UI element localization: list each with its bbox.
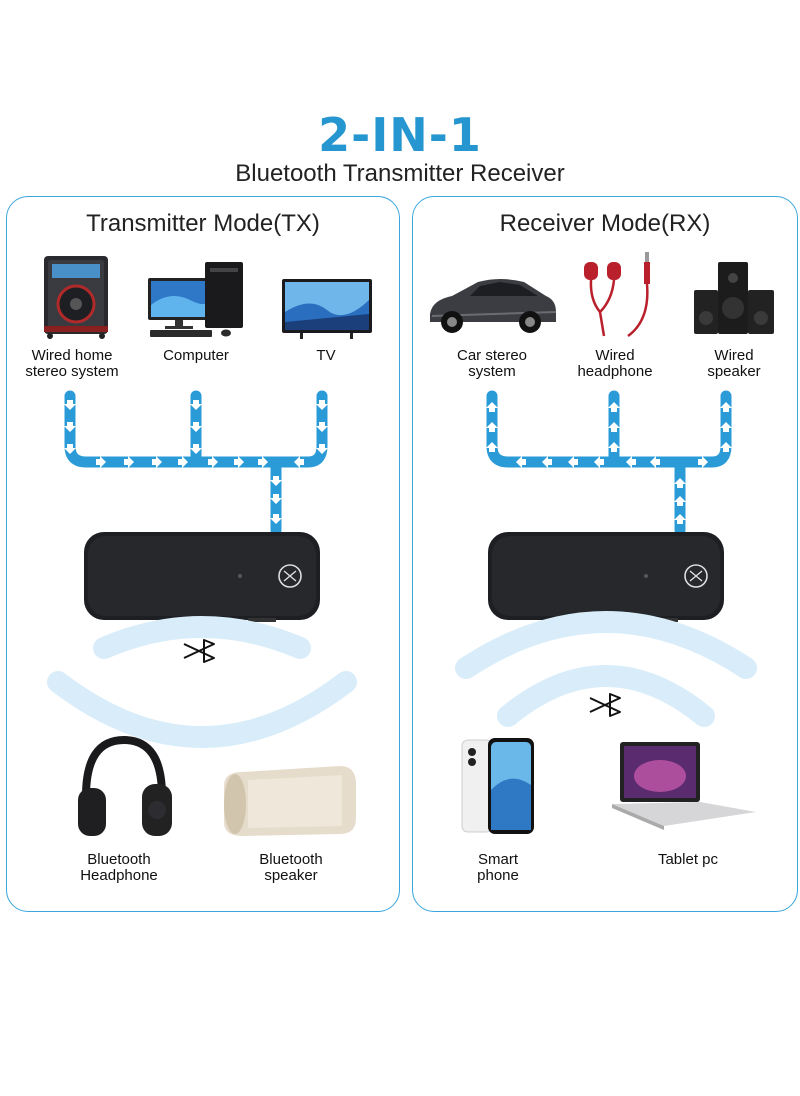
- headphone-icon: [78, 735, 172, 836]
- rx-device: [488, 532, 724, 622]
- tx-device: [84, 532, 320, 622]
- tv-icon: [282, 279, 372, 339]
- rx-output-label: Wired headphone: [577, 347, 653, 380]
- subtitle: Bluetooth Transmitter Receiver: [235, 160, 565, 187]
- rx-output-label: Car stereo system: [456, 347, 528, 380]
- tx-output-label: Bluetooth speaker: [259, 851, 323, 884]
- rx-output-label: Wired speaker: [707, 347, 761, 380]
- rx-input-label: Smart phone: [477, 851, 519, 884]
- desktop-speaker-icon: [694, 262, 774, 334]
- speaker-icon: [224, 766, 356, 836]
- rx-panel-title: Receiver Mode(RX): [499, 210, 711, 237]
- tx-input-label: Computer: [163, 347, 229, 364]
- earphone-icon: [584, 252, 650, 338]
- car-icon: [430, 279, 557, 333]
- tx-output-label: Bluetooth Headphone: [80, 851, 158, 884]
- tx-bluetooth-waves: [47, 616, 357, 748]
- stereo-cabinet-icon: [44, 256, 108, 339]
- rx-flow-lines: [486, 390, 732, 536]
- bluetooth-icon: [183, 639, 621, 717]
- rx-bluetooth-waves: [455, 611, 757, 727]
- tx-input-label: TV: [316, 347, 336, 364]
- main-title: 2-IN-1: [318, 108, 482, 162]
- rx-input-label: Tablet pc: [657, 851, 719, 868]
- smartphone-icon: [461, 738, 534, 834]
- tx-flow-lines: [64, 390, 328, 536]
- tx-input-label: Wired home stereo system: [25, 347, 119, 380]
- desktop-computer-icon: [148, 262, 243, 337]
- tx-panel-title: Transmitter Mode(TX): [86, 210, 320, 237]
- laptop-icon: [612, 742, 756, 830]
